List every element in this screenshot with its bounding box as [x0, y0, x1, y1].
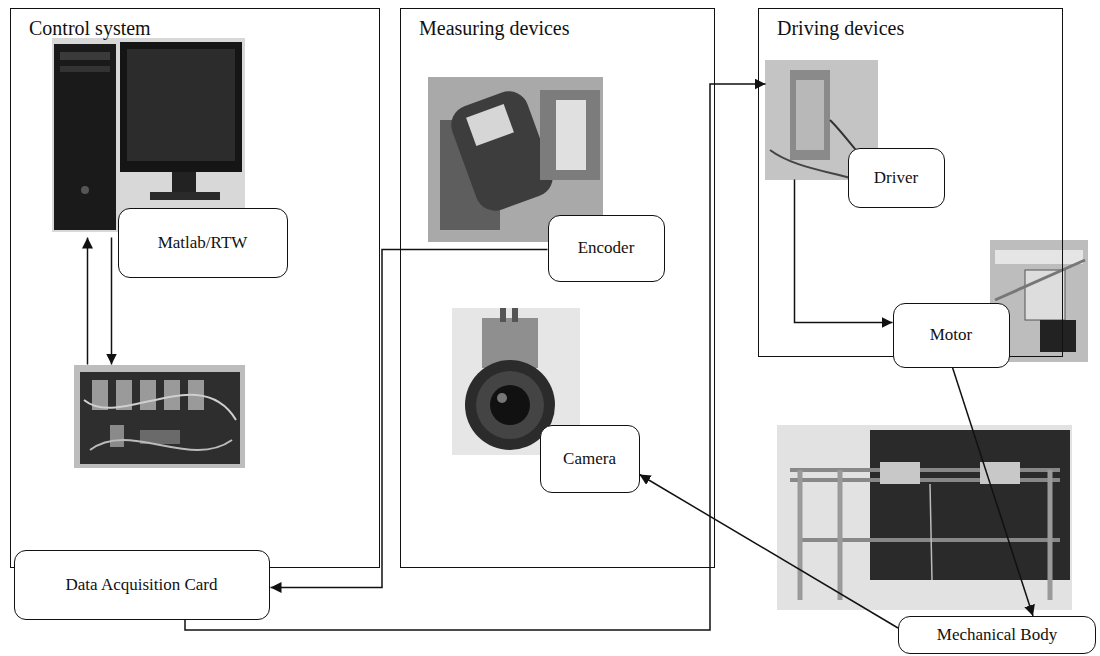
measuring-panel: Measuring devicesEncoderCamera	[400, 8, 715, 568]
computer-photo-part	[150, 192, 220, 200]
computer-photo-part	[52, 38, 245, 232]
device-label: Motor	[893, 303, 1010, 368]
box-label: Matlab/RTW	[158, 233, 248, 253]
signal-arrow	[111, 238, 113, 365]
driver-photo-part	[796, 80, 824, 150]
box-label: Driver	[874, 168, 918, 188]
camera-photo-part	[500, 308, 506, 322]
driver-photo-part	[770, 150, 850, 178]
daq-card-photo-part	[74, 365, 245, 468]
mechanical-body-photo-part	[870, 430, 1070, 580]
box-label: Mechanical Body	[937, 625, 1057, 645]
software-label: Matlab/RTW	[118, 208, 288, 278]
mechanical-body-photo-part	[880, 462, 920, 484]
box-label: Data Acquisition Card	[65, 575, 217, 595]
camera-photo-part	[497, 393, 507, 403]
signal-arrow	[87, 238, 89, 365]
group-heading: Driving devices	[777, 17, 904, 40]
mechanical-body-photo-part	[930, 484, 932, 580]
device-label: Encoder	[548, 215, 665, 282]
driving-panel: Driving devicesDriverMotor	[758, 8, 1063, 357]
computer-photo-part	[81, 186, 89, 194]
daq-card-photo-part	[90, 440, 232, 450]
signal-arrow	[271, 250, 548, 588]
motor-photo-part	[995, 260, 1085, 300]
group-heading: Control system	[29, 17, 151, 40]
box-label: Motor	[930, 325, 973, 345]
computer-photo-part	[127, 49, 235, 161]
motor-photo-part	[1040, 320, 1076, 352]
group-heading: Measuring devices	[419, 17, 570, 40]
computer-photo-part	[60, 66, 110, 72]
device-label: Data Acquisition Card	[14, 550, 270, 620]
daq-card-photo-part	[84, 395, 236, 420]
camera-photo-part	[490, 385, 530, 425]
encoder-photo-part	[556, 100, 586, 170]
daq-card-photo-part	[80, 372, 240, 464]
daq-card-photo-part	[140, 380, 156, 410]
daq-card-photo	[74, 365, 245, 468]
box-label: Encoder	[578, 238, 635, 258]
signal-arrow	[640, 475, 899, 629]
camera-photo-part	[512, 308, 518, 322]
device-label: Driver	[848, 148, 945, 208]
computer-photo-part	[60, 52, 110, 60]
encoder-photo-part	[540, 90, 600, 180]
motor-photo-part	[995, 250, 1083, 264]
signal-arrow	[185, 84, 766, 630]
box-label: Camera	[563, 449, 616, 469]
computer-photo	[52, 38, 245, 232]
computer-photo-part	[120, 42, 242, 172]
computer-photo-part	[54, 44, 116, 230]
device-label: Camera	[540, 425, 640, 493]
mechanical-body-photo-part	[800, 470, 1050, 600]
encoder-photo-part	[466, 104, 514, 146]
driver-photo-part	[790, 70, 830, 160]
camera-photo-part	[476, 371, 544, 439]
computer-photo-part	[172, 172, 196, 194]
daq-card-photo-part	[110, 425, 124, 447]
signal-arrow	[953, 368, 1034, 617]
device-label: Mechanical Body	[898, 616, 1096, 654]
control-system-panel: Control systemMatlab/RTWData Acquisition…	[10, 8, 380, 568]
